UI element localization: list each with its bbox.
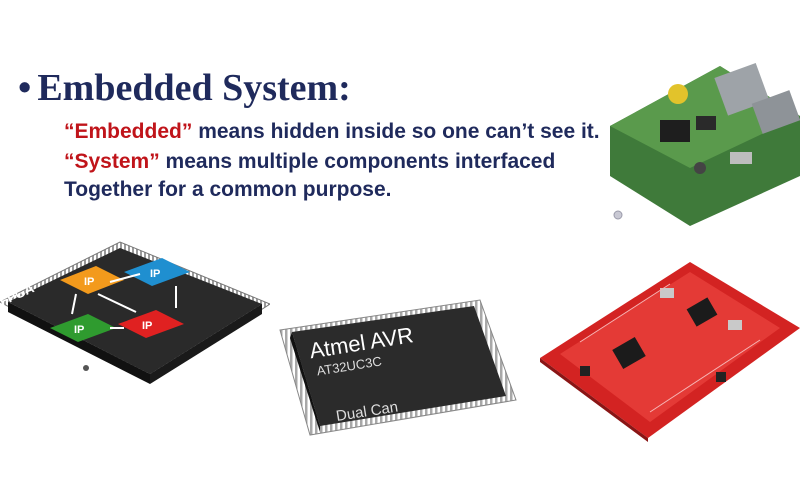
- heading-title: Embedded System:: [37, 67, 351, 109]
- bullet: •: [18, 67, 32, 109]
- ip-block-red: IP: [118, 310, 184, 338]
- svg-text:IP: IP: [142, 320, 152, 332]
- ip-block-orange: IP: [60, 266, 124, 294]
- keyword-system: “System”: [64, 150, 160, 173]
- keyword-embedded: “Embedded”: [64, 120, 193, 143]
- definition-system: “System” means multiple components inter…: [64, 150, 555, 174]
- fpga-chip-image: FPGA IP IP IP IP: [0, 241, 270, 384]
- ip-block-green: IP: [50, 314, 116, 342]
- definition-continuation-text: Together for a common purpose.: [64, 178, 392, 201]
- ip-block-blue: IP: [124, 258, 190, 286]
- definition-embedded-text: means hidden inside so one can’t see it.: [192, 120, 600, 143]
- ti-launchpad-board-image: [540, 262, 800, 442]
- raspberry-pi-board-image: [610, 62, 800, 226]
- definition-system-text: means multiple components interfaced: [159, 150, 556, 173]
- slide-heading: •Embedded System:: [18, 66, 351, 110]
- svg-text:IP: IP: [150, 268, 160, 280]
- definition-embedded: “Embedded” means hidden inside so one ca…: [64, 120, 600, 144]
- atmel-avr-chip-image: Atmel AVR AT32UC3C Dual Can: [279, 299, 517, 436]
- ip-arrows: [71, 273, 177, 329]
- definition-continuation: Together for a common purpose.: [64, 178, 391, 202]
- svg-text:IP: IP: [84, 276, 94, 288]
- decorative-dot-icon: [613, 210, 623, 220]
- svg-text:IP: IP: [74, 324, 84, 336]
